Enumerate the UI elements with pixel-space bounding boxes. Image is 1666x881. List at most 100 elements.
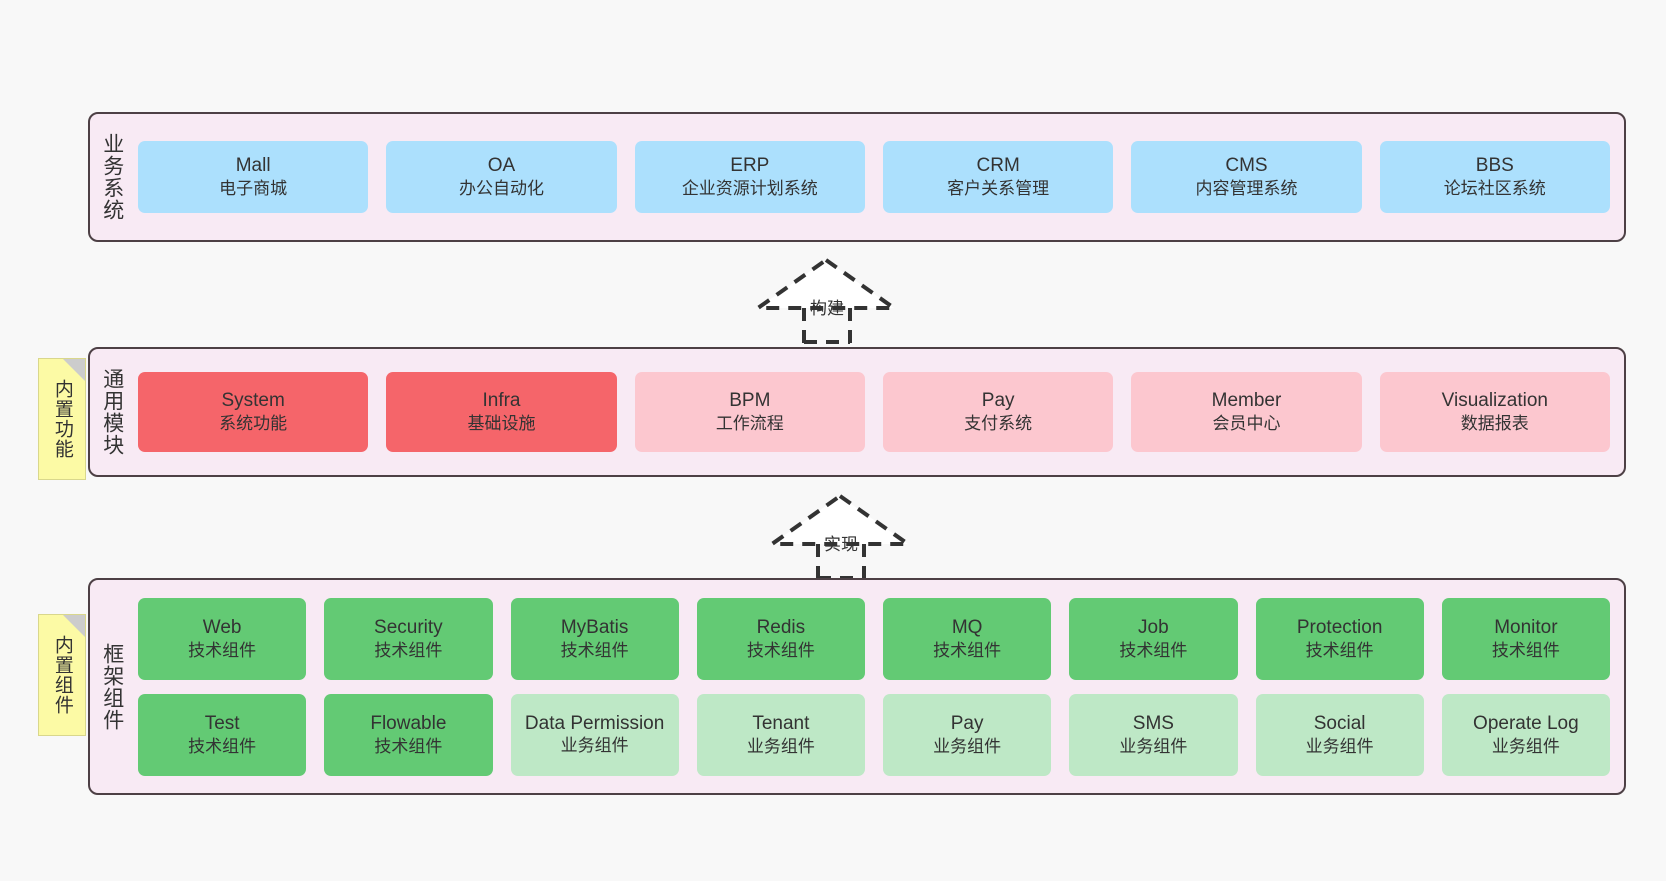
connector-label: 构建 [810,299,844,318]
card-subtitle: 业务组件 [560,735,629,755]
card-title: Protection [1296,616,1383,638]
card-title: Flowable [370,712,447,734]
card-member[interactable]: Member 会员中心 [1131,372,1362,452]
card-subtitle: 技术组件 [933,640,1002,660]
card-subtitle: 技术组件 [374,736,443,756]
card-title: Redis [756,616,806,638]
card-web[interactable]: Web 技术组件 [138,597,307,680]
card-subtitle: 系统功能 [219,414,288,434]
card-title: Monitor [1494,616,1558,638]
layer-business-systems: 业务系统 Mall 电子商城 OA 办公自动化 ERP 企业资源计划系统 CRM… [88,112,1626,242]
card-protection[interactable]: Protection 技术组件 [1255,597,1424,680]
card-title: CMS [1225,155,1268,177]
layer-body-business-systems: Mall 电子商城 OA 办公自动化 ERP 企业资源计划系统 CRM 客户关系… [134,114,1624,240]
card-title: BBS [1475,155,1514,177]
card-job[interactable]: Job 技术组件 [1069,597,1238,680]
realization-arrow-icon [754,257,900,344]
card-subtitle: 业务组件 [746,736,815,756]
connector-realize: 实现 [768,492,914,580]
card-subtitle: 技术组件 [560,640,629,660]
layer-label-business-systems: 业务系统 [100,133,124,221]
card-title: Tenant [752,712,810,734]
card-title: Visualization [1441,390,1548,412]
connector-label: 实现 [824,535,858,554]
card-flowable[interactable]: Flowable 技术组件 [324,693,493,776]
card-title: BPM [729,390,771,412]
card-mall[interactable]: Mall 电子商城 [138,141,369,213]
card-subtitle: 业务组件 [1119,736,1188,756]
card-bpm[interactable]: BPM 工作流程 [634,372,865,452]
card-subtitle: 客户关系管理 [947,179,1050,199]
sticky-note-label: 内置组件 [51,635,73,715]
card-title: Operate Log [1473,712,1579,734]
card-title: ERP [730,155,770,177]
card-subtitle: 技术组件 [188,640,257,660]
card-test[interactable]: Test 技术组件 [138,693,307,776]
sticky-note-builtin-components: 内置组件 [38,614,86,736]
layer-label-framework-components: 框架组件 [100,642,124,731]
card-subtitle: 技术组件 [1491,640,1560,660]
card-title: Infra [482,390,521,412]
card-pay-module[interactable]: Pay 支付系统 [882,372,1114,452]
folded-corner-icon [63,359,85,381]
layer-common-modules: 通用模块 System 系统功能 Infra 基础设施 BPM 工作流程 Pay… [88,347,1626,477]
card-erp[interactable]: ERP 企业资源计划系统 [634,141,865,213]
layer-label-common-modules: 通用模块 [100,368,124,456]
card-title: Pay [981,390,1015,412]
card-cms[interactable]: CMS 内容管理系统 [1131,141,1362,213]
card-system[interactable]: System 系统功能 [138,372,369,452]
card-data-permission[interactable]: Data Permission 业务组件 [510,693,679,776]
card-visualization[interactable]: Visualization 数据报表 [1379,372,1610,452]
card-subtitle: 数据报表 [1460,414,1529,434]
card-title: MQ [951,616,983,638]
card-row: Test 技术组件 Flowable 技术组件 Data Permission … [138,693,1610,776]
card-title: Mall [235,155,271,177]
card-subtitle: 企业资源计划系统 [681,179,818,199]
card-title: Data Permission [524,712,665,734]
card-title: OA [487,155,516,177]
card-title: SMS [1132,712,1174,734]
card-subtitle: 论坛社区系统 [1443,179,1546,199]
card-title: CRM [976,155,1020,177]
card-row: Mall 电子商城 OA 办公自动化 ERP 企业资源计划系统 CRM 客户关系… [138,141,1610,213]
card-crm[interactable]: CRM 客户关系管理 [882,141,1114,213]
card-operate-log[interactable]: Operate Log 业务组件 [1441,693,1610,776]
card-title: Job [1138,616,1169,638]
card-row: System 系统功能 Infra 基础设施 BPM 工作流程 Pay 支付系统… [138,372,1610,452]
card-pay-component[interactable]: Pay 业务组件 [883,693,1052,776]
card-tenant[interactable]: Tenant 业务组件 [696,693,865,776]
sticky-note-builtin-features: 内置功能 [38,358,86,480]
card-mq[interactable]: MQ 技术组件 [883,597,1052,680]
card-subtitle: 技术组件 [1119,640,1188,660]
card-title: Member [1211,390,1282,412]
card-title: System [221,390,285,412]
connector-build: 构建 [754,256,900,344]
card-social[interactable]: Social 业务组件 [1255,693,1424,776]
card-oa[interactable]: OA 办公自动化 [386,141,617,213]
card-subtitle: 基础设施 [467,414,536,434]
card-infra[interactable]: Infra 基础设施 [386,372,617,452]
folded-corner-icon [63,615,85,637]
card-title: Test [204,712,240,734]
card-sms[interactable]: SMS 业务组件 [1069,693,1238,776]
card-title: MyBatis [560,616,629,638]
card-subtitle: 会员中心 [1212,414,1281,434]
card-security[interactable]: Security 技术组件 [324,597,493,680]
sticky-note-label: 内置功能 [51,379,73,459]
card-redis[interactable]: Redis 技术组件 [696,597,865,680]
card-row: Web 技术组件 Security 技术组件 MyBatis 技术组件 Redi… [138,597,1610,680]
card-monitor[interactable]: Monitor 技术组件 [1441,597,1610,680]
layer-body-common-modules: System 系统功能 Infra 基础设施 BPM 工作流程 Pay 支付系统… [134,349,1624,475]
card-subtitle: 工作流程 [715,414,784,434]
card-subtitle: 业务组件 [1491,736,1560,756]
card-subtitle: 技术组件 [1305,640,1374,660]
card-mybatis[interactable]: MyBatis 技术组件 [510,597,679,680]
layer-framework-components: 框架组件 Web 技术组件 Security 技术组件 MyBatis 技术组件… [88,578,1626,795]
card-bbs[interactable]: BBS 论坛社区系统 [1379,141,1610,213]
card-subtitle: 技术组件 [188,736,257,756]
card-title: Social [1313,712,1366,734]
card-title: Web [202,616,242,638]
card-subtitle: 办公自动化 [458,179,544,199]
card-subtitle: 内容管理系统 [1195,179,1298,199]
